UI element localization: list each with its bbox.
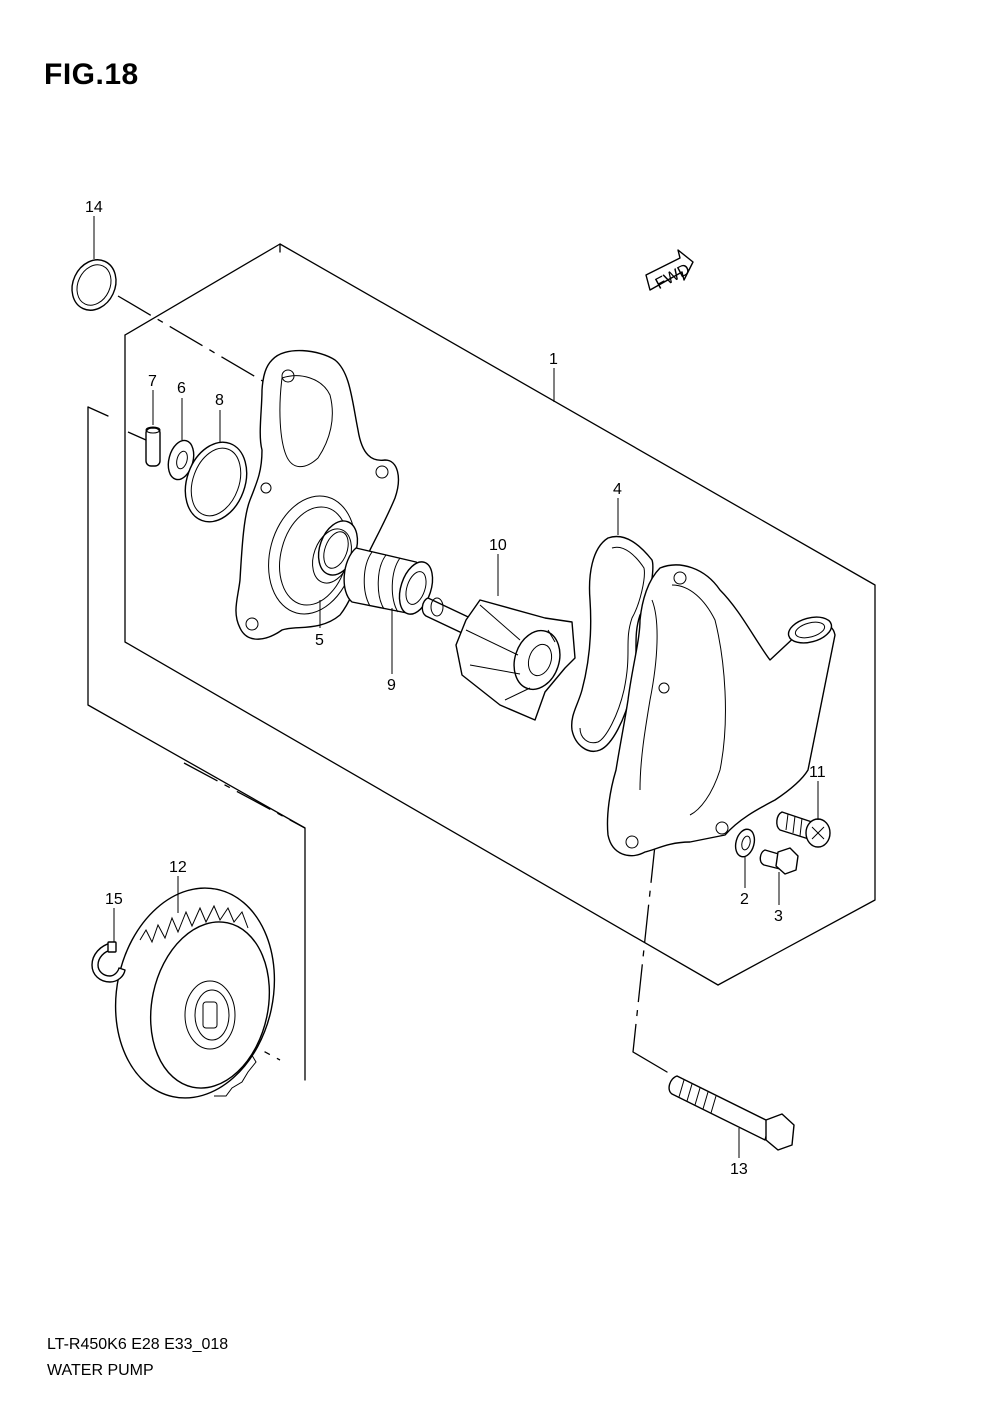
part-2-washer	[734, 828, 756, 858]
diagram-caption: WATER PUMP	[47, 1362, 154, 1379]
part-13-long-bolt	[668, 1075, 795, 1151]
callout-4: 4	[613, 481, 622, 498]
callout-11: 11	[809, 764, 826, 781]
pump-cover	[606, 564, 836, 857]
part-8-o-ring	[184, 441, 248, 523]
callout-2: 2	[740, 891, 749, 908]
callout-labels: 14 1 7 6 8 4 10 5 9 11 2 3 12 15 13	[85, 199, 826, 1178]
leader-lines	[93, 216, 819, 1158]
callout-6: 6	[177, 380, 186, 397]
callout-15: 15	[105, 891, 123, 908]
fwd-arrow-icon: FWD	[645, 249, 694, 293]
callout-9: 9	[387, 677, 396, 694]
callout-12: 12	[169, 859, 187, 876]
callout-10: 10	[489, 537, 507, 554]
callout-14: 14	[85, 199, 103, 216]
part-15-circlip	[91, 941, 126, 983]
part-6-washer	[167, 439, 195, 481]
drawing-code: LT-R450K6 E28 E33_018	[47, 1336, 229, 1353]
figure-title: FIG.18	[44, 58, 139, 91]
callout-7: 7	[148, 373, 157, 390]
callout-3: 3	[774, 908, 783, 925]
part-10-impeller	[421, 597, 576, 721]
callout-5: 5	[315, 632, 324, 649]
callout-8: 8	[215, 392, 224, 409]
footer: LT-R450K6 E28 E33_018 WATER PUMP	[47, 1332, 228, 1384]
gear-group-outline	[87, 406, 306, 1081]
assembly-outline	[124, 243, 876, 986]
part-9-mechanical-seal	[343, 547, 434, 615]
part-12-pump-gear	[114, 887, 276, 1099]
callout-13: 13	[730, 1161, 748, 1178]
part-3-bolt	[759, 847, 799, 875]
callout-1: 1	[549, 351, 558, 368]
part-11-screw	[776, 811, 831, 848]
part-14-o-ring	[71, 259, 117, 311]
part-7-dowel-pin	[145, 426, 161, 467]
